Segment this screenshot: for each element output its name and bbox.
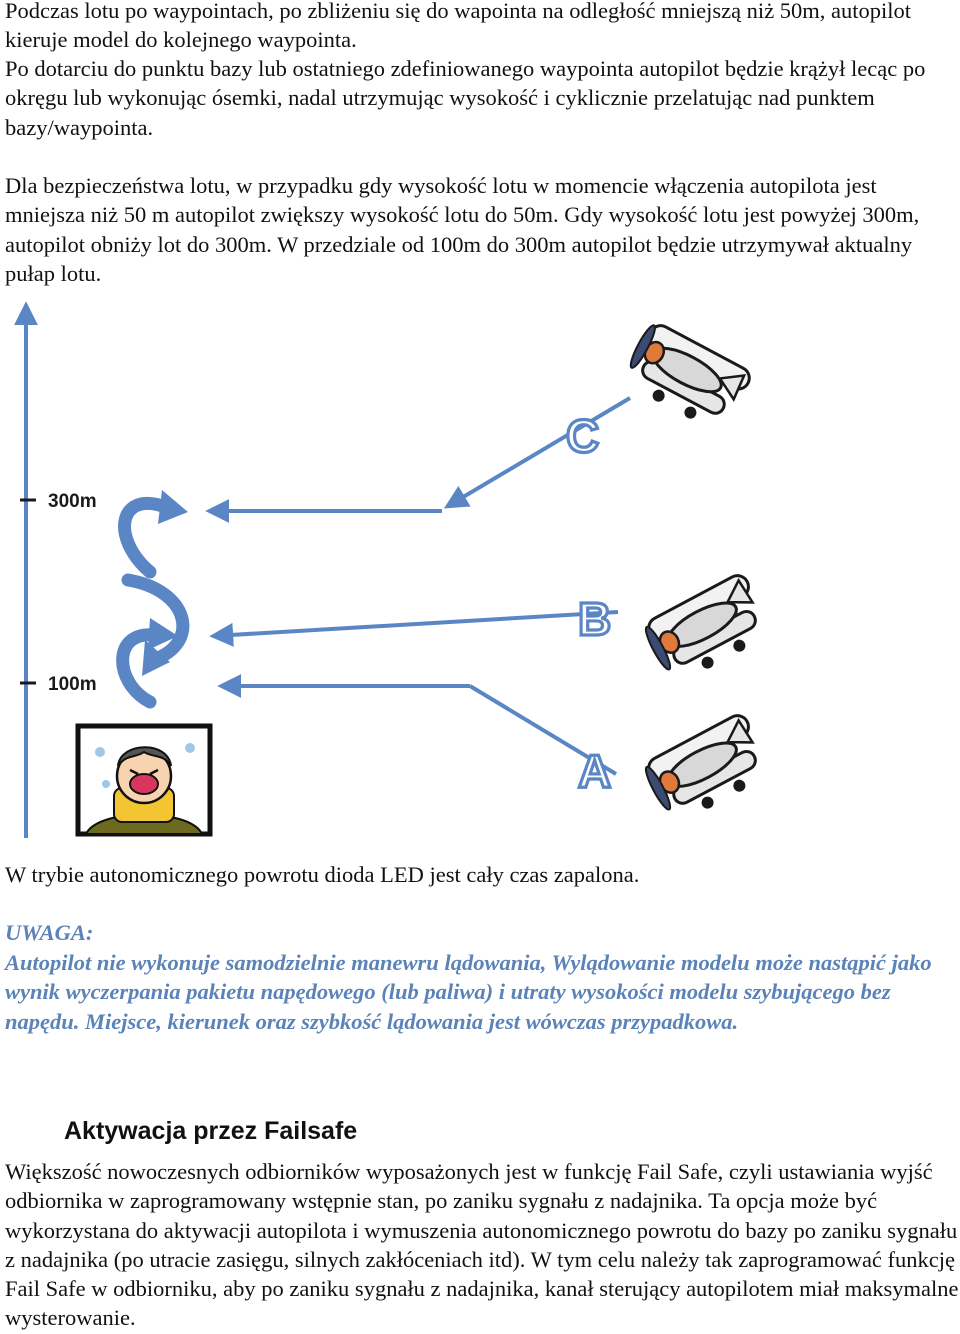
paragraph-led-status: W trybie autonomicznego powrotu dioda LE… bbox=[5, 862, 640, 887]
airplane-icon bbox=[617, 317, 755, 437]
altitude-diagram: 300m 100m C B A bbox=[13, 301, 777, 838]
section-heading: Aktywacja przez Failsafe bbox=[64, 1117, 358, 1145]
path-b bbox=[209, 610, 619, 647]
airplane-icon bbox=[638, 710, 777, 830]
circling-arrow-icon bbox=[116, 496, 190, 709]
point-c-label: C bbox=[566, 410, 599, 462]
label-100m: 100m bbox=[48, 674, 97, 695]
warning-title: UWAGA: bbox=[5, 920, 94, 945]
paragraph-altitude-safety: Dla bezpieczeństwa lotu, w przypadku gdy… bbox=[5, 173, 920, 286]
label-300m: 300m bbox=[48, 491, 97, 512]
path-c-diagonal bbox=[443, 396, 632, 509]
warning-body: Autopilot nie wykonuje samodzielnie mane… bbox=[5, 950, 932, 1034]
point-b-label: B bbox=[578, 593, 611, 645]
paragraph-base-circling: Po dotarciu do punktu bazy lub ostatnieg… bbox=[5, 56, 926, 140]
point-a-label: A bbox=[578, 745, 611, 797]
circling-arrowheads bbox=[142, 490, 188, 676]
airplane-icon bbox=[638, 570, 777, 690]
paragraph-failsafe: Większość nowoczesnych odbiorników wypos… bbox=[5, 1159, 959, 1331]
paragraph-waypoint-flight: Podczas lotu po waypointach, po zbliżeni… bbox=[5, 0, 912, 53]
scared-person-icon bbox=[75, 723, 213, 837]
path-a bbox=[468, 684, 618, 776]
